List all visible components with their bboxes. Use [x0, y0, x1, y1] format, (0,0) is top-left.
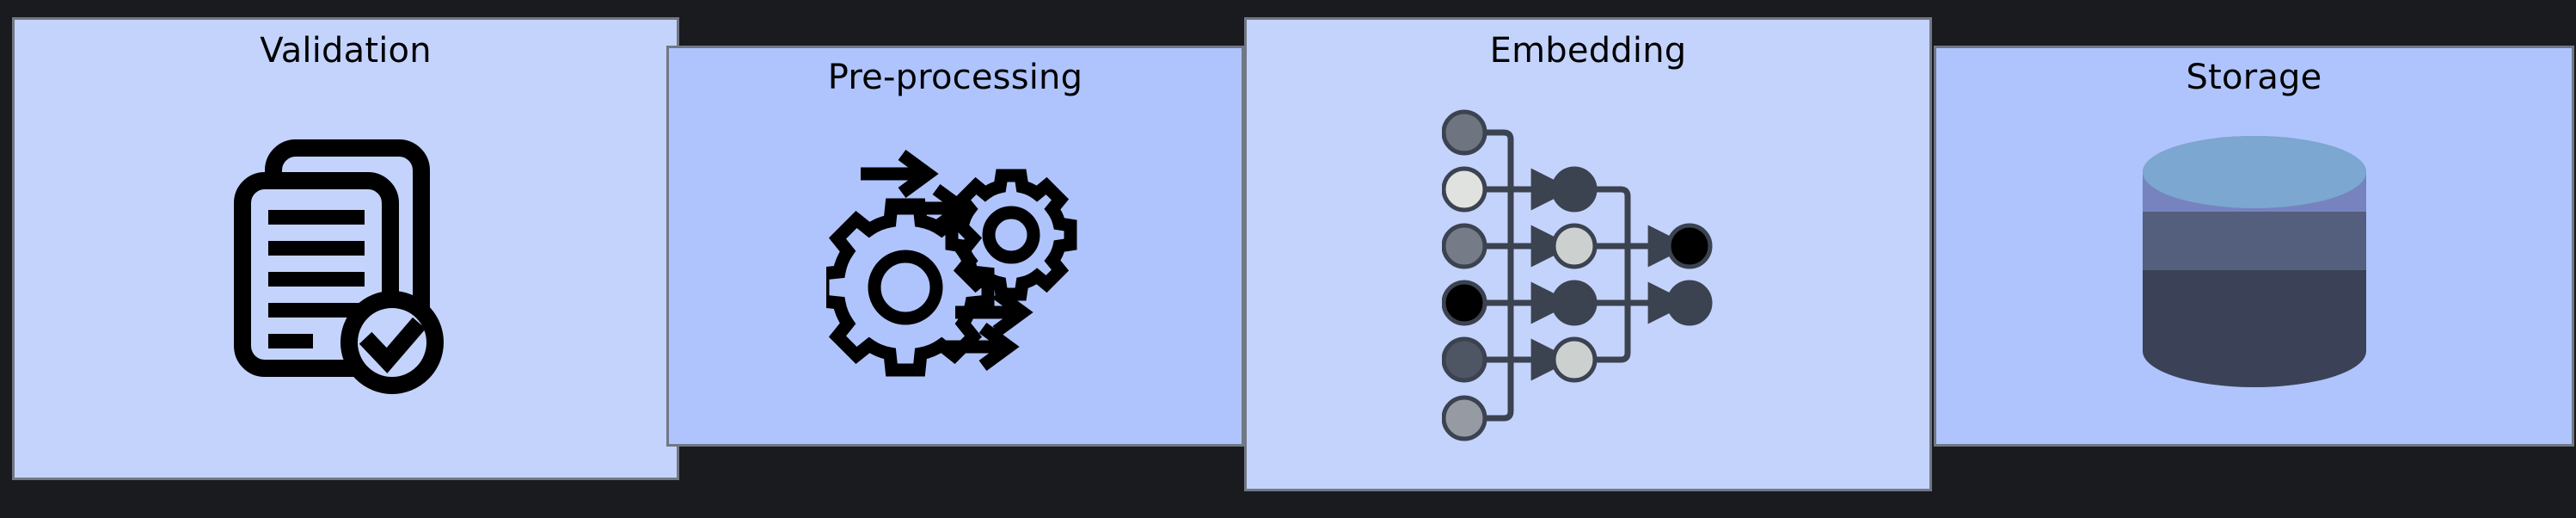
neural-network-icon — [1247, 61, 1929, 489]
stage-title-embedding: Embedding — [1489, 31, 1687, 71]
stage-panel-preprocessing[interactable]: Pre-processing — [666, 46, 1244, 447]
document-check-icon — [15, 59, 677, 478]
database-cylinder-icon — [1936, 86, 2572, 444]
stage-panel-storage[interactable]: Storage — [1934, 46, 2574, 447]
stage-panel-validation[interactable]: Validation — [12, 17, 679, 480]
stage-title-storage: Storage — [2186, 58, 2322, 97]
stage-title-validation: Validation — [260, 31, 432, 71]
stage-panel-embedding[interactable]: Embedding — [1244, 17, 1932, 491]
stage-title-preprocessing: Pre-processing — [827, 58, 1083, 97]
gears-arrows-icon — [669, 86, 1242, 444]
